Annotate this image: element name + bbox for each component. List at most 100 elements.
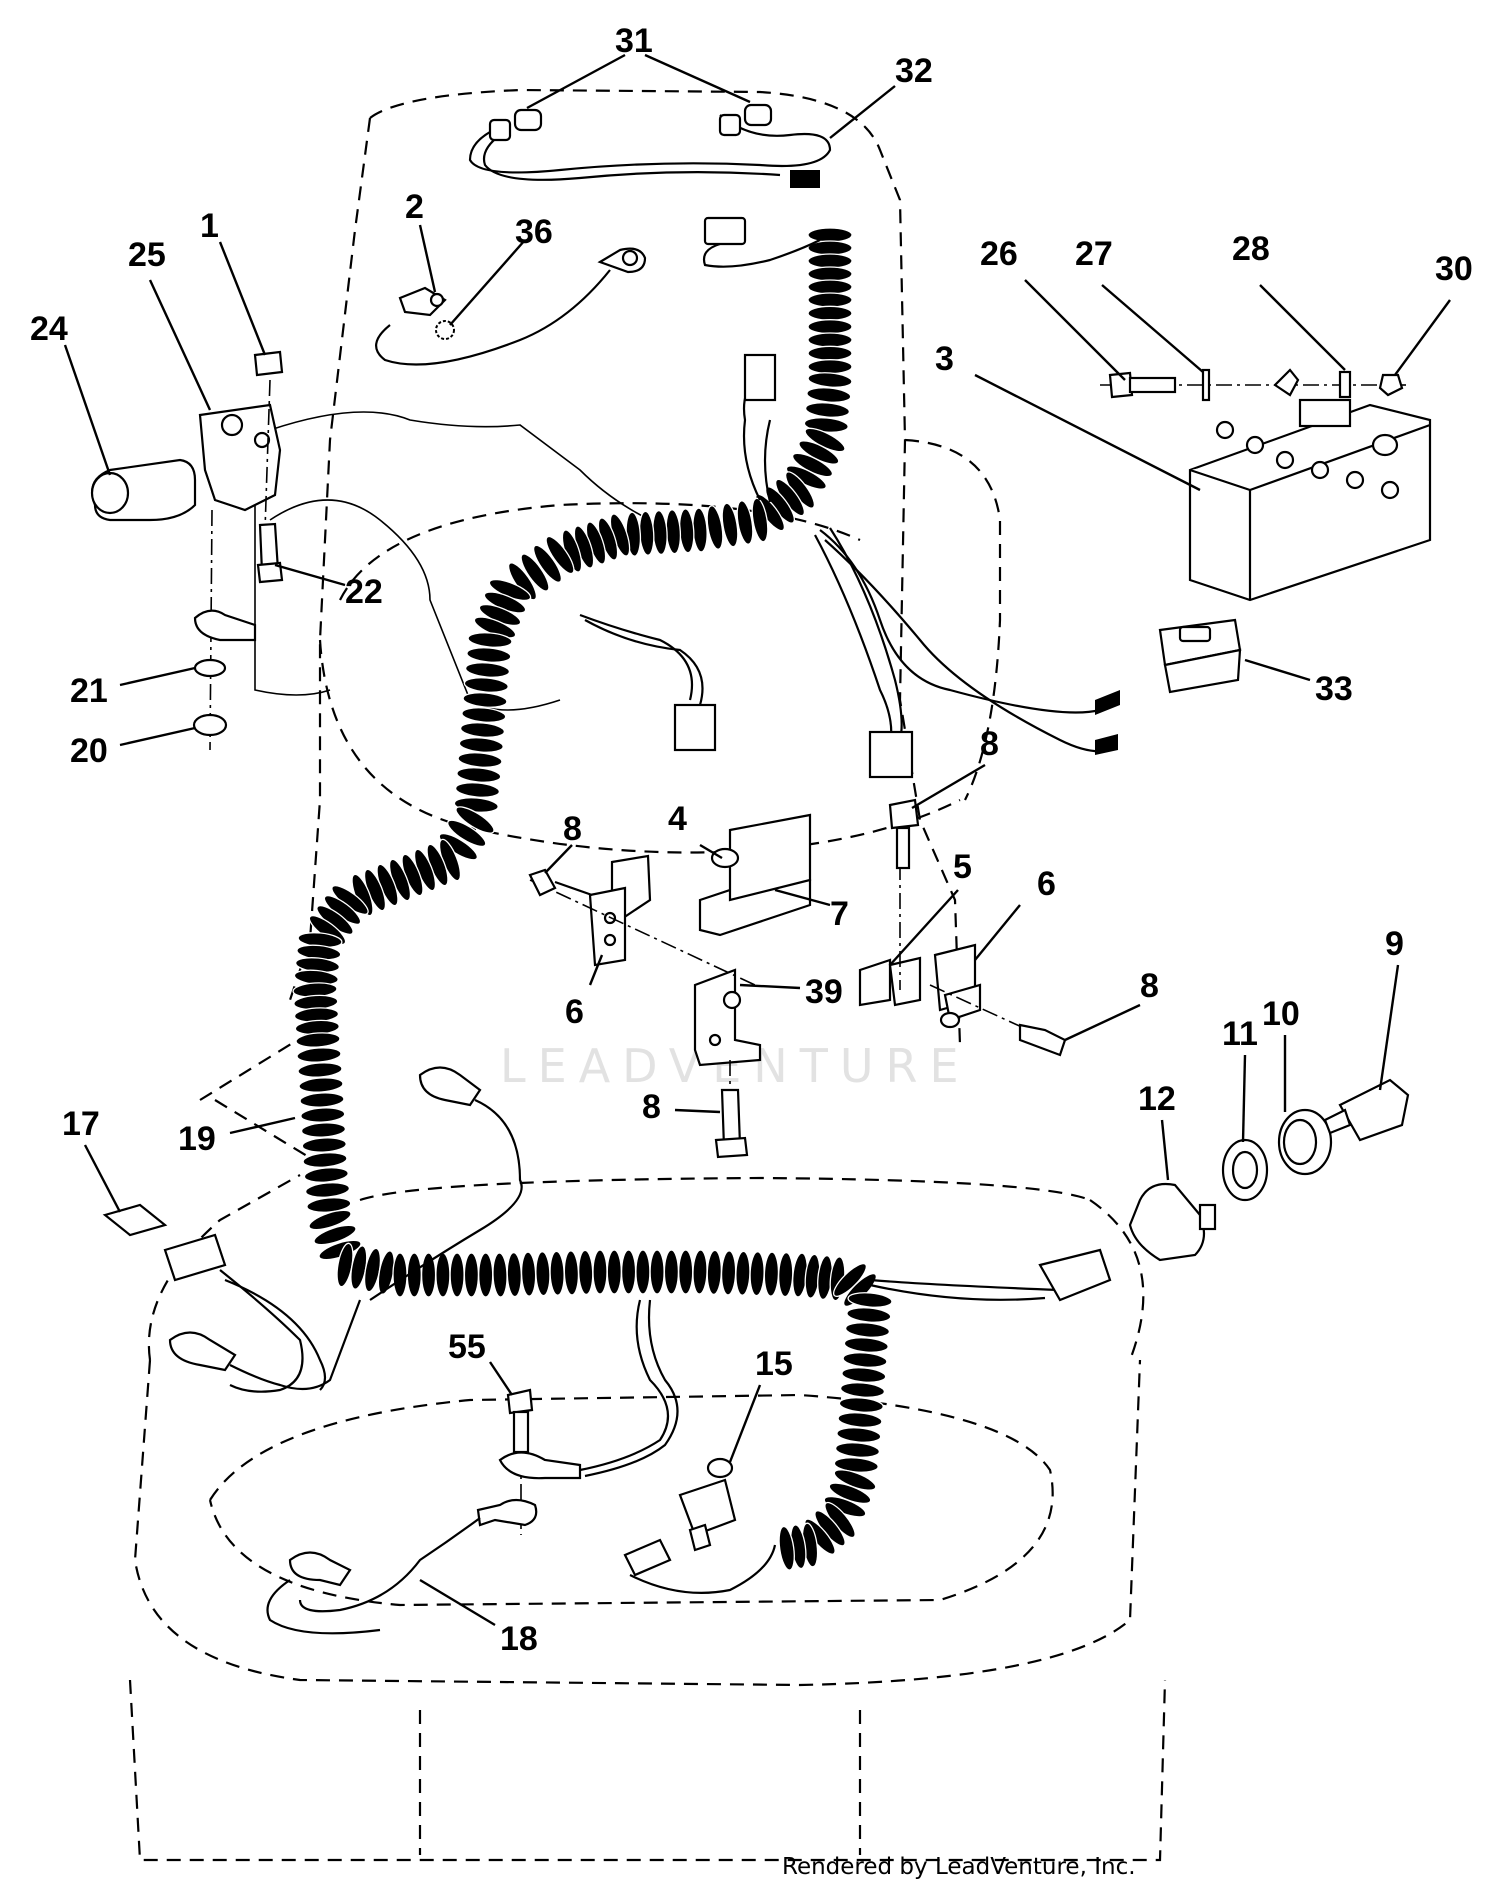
callout-10: 10: [1262, 995, 1300, 1033]
coil-loop: [804, 402, 851, 418]
coil-loop: [751, 497, 769, 543]
callout-25: 25: [128, 236, 166, 274]
coil-loop: [392, 1252, 408, 1298]
battery-post: [1371, 433, 1399, 457]
lock-washer-28: [1338, 370, 1352, 399]
coil-loop: [778, 1251, 794, 1298]
coil-loop: [841, 1367, 887, 1383]
coil-loop: [663, 1249, 680, 1295]
coil-loop: [592, 1249, 608, 1295]
bolt-8-right: [1018, 1023, 1067, 1057]
callout-12: 12: [1138, 1080, 1176, 1118]
callout-6-left: 6: [565, 993, 584, 1031]
coil-loop: [520, 553, 550, 592]
ground-bolt-assembly: [266, 1299, 679, 1635]
coil-loop: [300, 1107, 346, 1123]
coil-loop: [545, 535, 575, 575]
battery-bolt-shank: [1128, 376, 1177, 394]
ground-wire-2: [375, 247, 647, 366]
washer: [193, 658, 227, 678]
coil-loop: [778, 1525, 795, 1571]
coil-loop: [620, 1249, 637, 1295]
coil-loop: [464, 662, 511, 678]
coil-loop: [462, 692, 508, 708]
coil-loop: [457, 752, 503, 768]
coil-loop: [454, 782, 501, 798]
seat-switch-connector: [623, 1538, 672, 1577]
coil-loop: [838, 1397, 884, 1413]
callout-7: 7: [830, 895, 849, 933]
coil-loop: [807, 292, 853, 308]
callout-26: 26: [980, 235, 1018, 273]
callout-8-top: 8: [980, 725, 999, 763]
light-connector: [790, 170, 820, 188]
coil-loop: [833, 1457, 879, 1473]
callout-18: 18: [500, 1620, 538, 1658]
coil-loop: [563, 1250, 580, 1296]
battery-washer: [1201, 368, 1211, 402]
seat-switch: [678, 1478, 737, 1537]
callout-1: 1: [200, 207, 219, 245]
coil-loop: [807, 345, 853, 361]
coiled-wiring-harness: [292, 227, 893, 1571]
seat-switch-assembly: [623, 1457, 777, 1594]
callout-9: 9: [1385, 925, 1404, 963]
coil-loop: [649, 1249, 665, 1295]
callout-15: 15: [755, 1345, 793, 1383]
callout-8-bottom: 8: [642, 1088, 661, 1126]
ignition-connector: [869, 1248, 1112, 1302]
top-connector: [702, 216, 821, 268]
ignition-switch: [1128, 1182, 1206, 1262]
coil-loop: [306, 1197, 352, 1213]
callout-19: 19: [178, 1120, 216, 1158]
coil-loop: [304, 1182, 351, 1198]
coil-loop: [721, 502, 739, 548]
coil-loop: [844, 1322, 891, 1338]
coil-loop: [606, 1249, 622, 1295]
coil-loop: [302, 1152, 348, 1168]
coil-loop: [834, 1442, 881, 1458]
coil-loop: [492, 1252, 508, 1298]
callout-8-left: 8: [563, 810, 582, 848]
interlock-switches: [528, 798, 1067, 1159]
nut: [192, 713, 228, 737]
fuse: [102, 1203, 168, 1237]
coil-loop: [520, 1251, 537, 1297]
coil-loop: [635, 1249, 651, 1295]
coil-loop: [303, 1167, 349, 1183]
coil-loop: [466, 647, 512, 663]
fuse-holder-assembly: [102, 1203, 327, 1393]
harness-plug-left: [673, 703, 717, 752]
callout-labels: 31 32 2 36 1 25 24 22 21 20 26 27 28 30 …: [30, 22, 1473, 1658]
callout-32: 32: [895, 52, 933, 90]
coil-loop: [847, 1292, 893, 1308]
coil-loop: [478, 1252, 494, 1298]
coil-loop: [843, 1337, 889, 1353]
coil-loop: [435, 1252, 451, 1298]
ring-terminal: [193, 609, 257, 642]
harness-branches: [579, 353, 1120, 779]
coil-loop: [807, 372, 853, 388]
bulb-socket-left: [488, 118, 512, 142]
coil-loop: [300, 1122, 347, 1138]
callout-22: 22: [345, 573, 383, 611]
callout-36: 36: [515, 213, 553, 251]
solenoid: [198, 403, 282, 512]
callout-28: 28: [1232, 230, 1270, 268]
coil-loop: [706, 505, 724, 550]
coil-loop: [301, 1137, 347, 1153]
battery-bolt: [1108, 371, 1134, 399]
bulb-socket-right: [718, 113, 742, 137]
coil-loop: [506, 1251, 522, 1298]
solenoid-assembly: [90, 350, 284, 751]
coil-loop: [807, 305, 853, 321]
fuse-holder: [163, 1233, 227, 1282]
coil-loop: [461, 707, 507, 723]
callout-27: 27: [1075, 235, 1113, 273]
coil-loop: [807, 227, 853, 243]
coil-loop: [806, 387, 852, 403]
ignition-assembly: [1128, 1078, 1410, 1262]
coil-loop: [298, 1077, 344, 1093]
coil-loop: [578, 1249, 594, 1296]
coil-loop: [463, 677, 509, 693]
